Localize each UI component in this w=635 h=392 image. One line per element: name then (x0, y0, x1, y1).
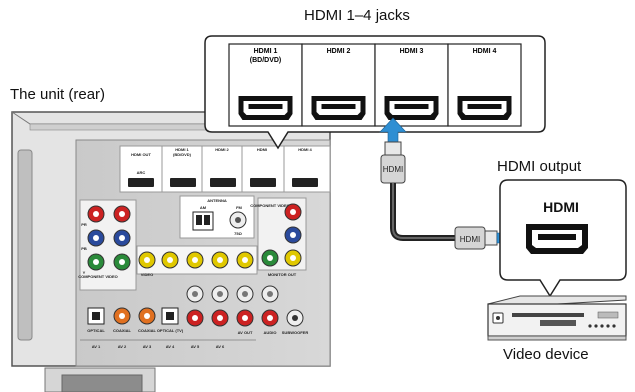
hdmi-jack-4: HDMI 4 (447, 43, 522, 127)
unit-hdmi-3-label: HDMI (257, 147, 267, 152)
av2-label: AV 2 (118, 344, 127, 349)
component-video-left: PR PB Y COMPONENT VIDEO (78, 199, 137, 291)
av-out-label: AV OUT (238, 330, 253, 335)
am-label: AM (200, 205, 207, 210)
av4-label: AV 4 (166, 344, 175, 349)
hdmi-jack-label: HDMI 1 (254, 48, 278, 55)
unit-hdmi-1-sub: (BD/DVD) (173, 152, 192, 157)
hdmi-jack-sublabel: (BD/DVD) (250, 57, 282, 64)
output-title: HDMI output (497, 158, 582, 175)
coaxial-label: COAXIAL (113, 328, 132, 333)
unit-hdmi-out-label: HDMI OUT (131, 152, 151, 157)
video-jacks: VIDEO (136, 245, 258, 277)
hdmi-jack-2: HDMI 2 (301, 43, 376, 127)
unit-hdmi-4: HDMI 4 (292, 147, 318, 187)
hdmi-jack-1: HDMI 1 (BD/DVD) (228, 43, 303, 127)
component-video-label: COMPONENT VIDEO (78, 274, 118, 279)
component-video-label-2: COMPONENT VIDEO (250, 203, 290, 208)
fm-label: FM (236, 205, 242, 210)
unit-hdmi-1-label: HDMI 1 (175, 147, 189, 152)
hdmi-jack-label: HDMI 4 (473, 48, 497, 55)
component-video-right: COMPONENT VIDEO MONITOR OUT (250, 197, 307, 277)
hdmi-jack-3: HDMI 3 (374, 43, 449, 127)
digital-audio-jacks: OPTICAL COAXIAL COAXIAL OPTICAL (TV) (87, 307, 184, 333)
audio-jacks: AV OUT AUDIO SUBWOOFER (186, 285, 309, 335)
unit-foot (44, 367, 156, 392)
antenna-section: ANTENNA AM FM 75Ω (179, 195, 255, 239)
av6-label: AV 6 (216, 344, 225, 349)
unit-hdmi-1: HDMI 1 (BD/DVD) (170, 147, 196, 187)
unit-hdmi-3: HDMI (250, 147, 276, 187)
cable-label-right: HDMI (460, 235, 480, 244)
hdmi-cable: HDMI HDMI (380, 141, 498, 250)
hdmi-jack-label: HDMI 3 (400, 48, 424, 55)
y-label: Y (83, 270, 86, 275)
unit-title: The unit (rear) (10, 86, 106, 103)
coaxial-label-2: COAXIAL (138, 328, 157, 333)
audio-label: AUDIO (264, 330, 277, 335)
optical-label: OPTICAL (87, 328, 105, 333)
unit-hdmi-4-label: HDMI 4 (298, 147, 312, 152)
subwoofer-label: SUBWOOFER (282, 330, 309, 335)
unit-hdmi-2: HDMI 2 (210, 147, 236, 187)
unit-hdmi-out: HDMI OUT ARC (128, 152, 154, 187)
device-hdmi-label: HDMI (543, 199, 579, 215)
video-device (487, 295, 627, 341)
optical-tv-label: OPTICAL (TV) (157, 328, 184, 333)
hdmi-jack-label: HDMI 2 (327, 48, 351, 55)
antenna-label: ANTENNA (207, 198, 227, 203)
cable-label-top: HDMI (383, 165, 403, 174)
unit-arc-label: ARC (137, 170, 146, 175)
jacks-title: HDMI 1–4 jacks (304, 7, 410, 24)
monitor-out-label: MONITOR OUT (268, 272, 297, 277)
pb-label: PB (81, 246, 87, 251)
av-group-labels: AV 1 AV 2 AV 3 AV 4 AV 5 AV 6 (80, 339, 256, 349)
device-hdmi-callout: HDMI (499, 179, 627, 298)
device-title: Video device (503, 346, 589, 363)
unit-hdmi-2-label: HDMI 2 (215, 147, 229, 152)
pr-label: PR (81, 222, 87, 227)
av3-label: AV 3 (143, 344, 152, 349)
unit-hdmi-row: HDMI OUT ARC HDMI 1 (BD/DVD) HDMI 2 HDMI… (119, 145, 331, 193)
video-label: VIDEO (141, 272, 153, 277)
fm-ohm-label: 75Ω (234, 231, 242, 236)
av5-label: AV 5 (191, 344, 200, 349)
av1-label: AV 1 (92, 344, 101, 349)
